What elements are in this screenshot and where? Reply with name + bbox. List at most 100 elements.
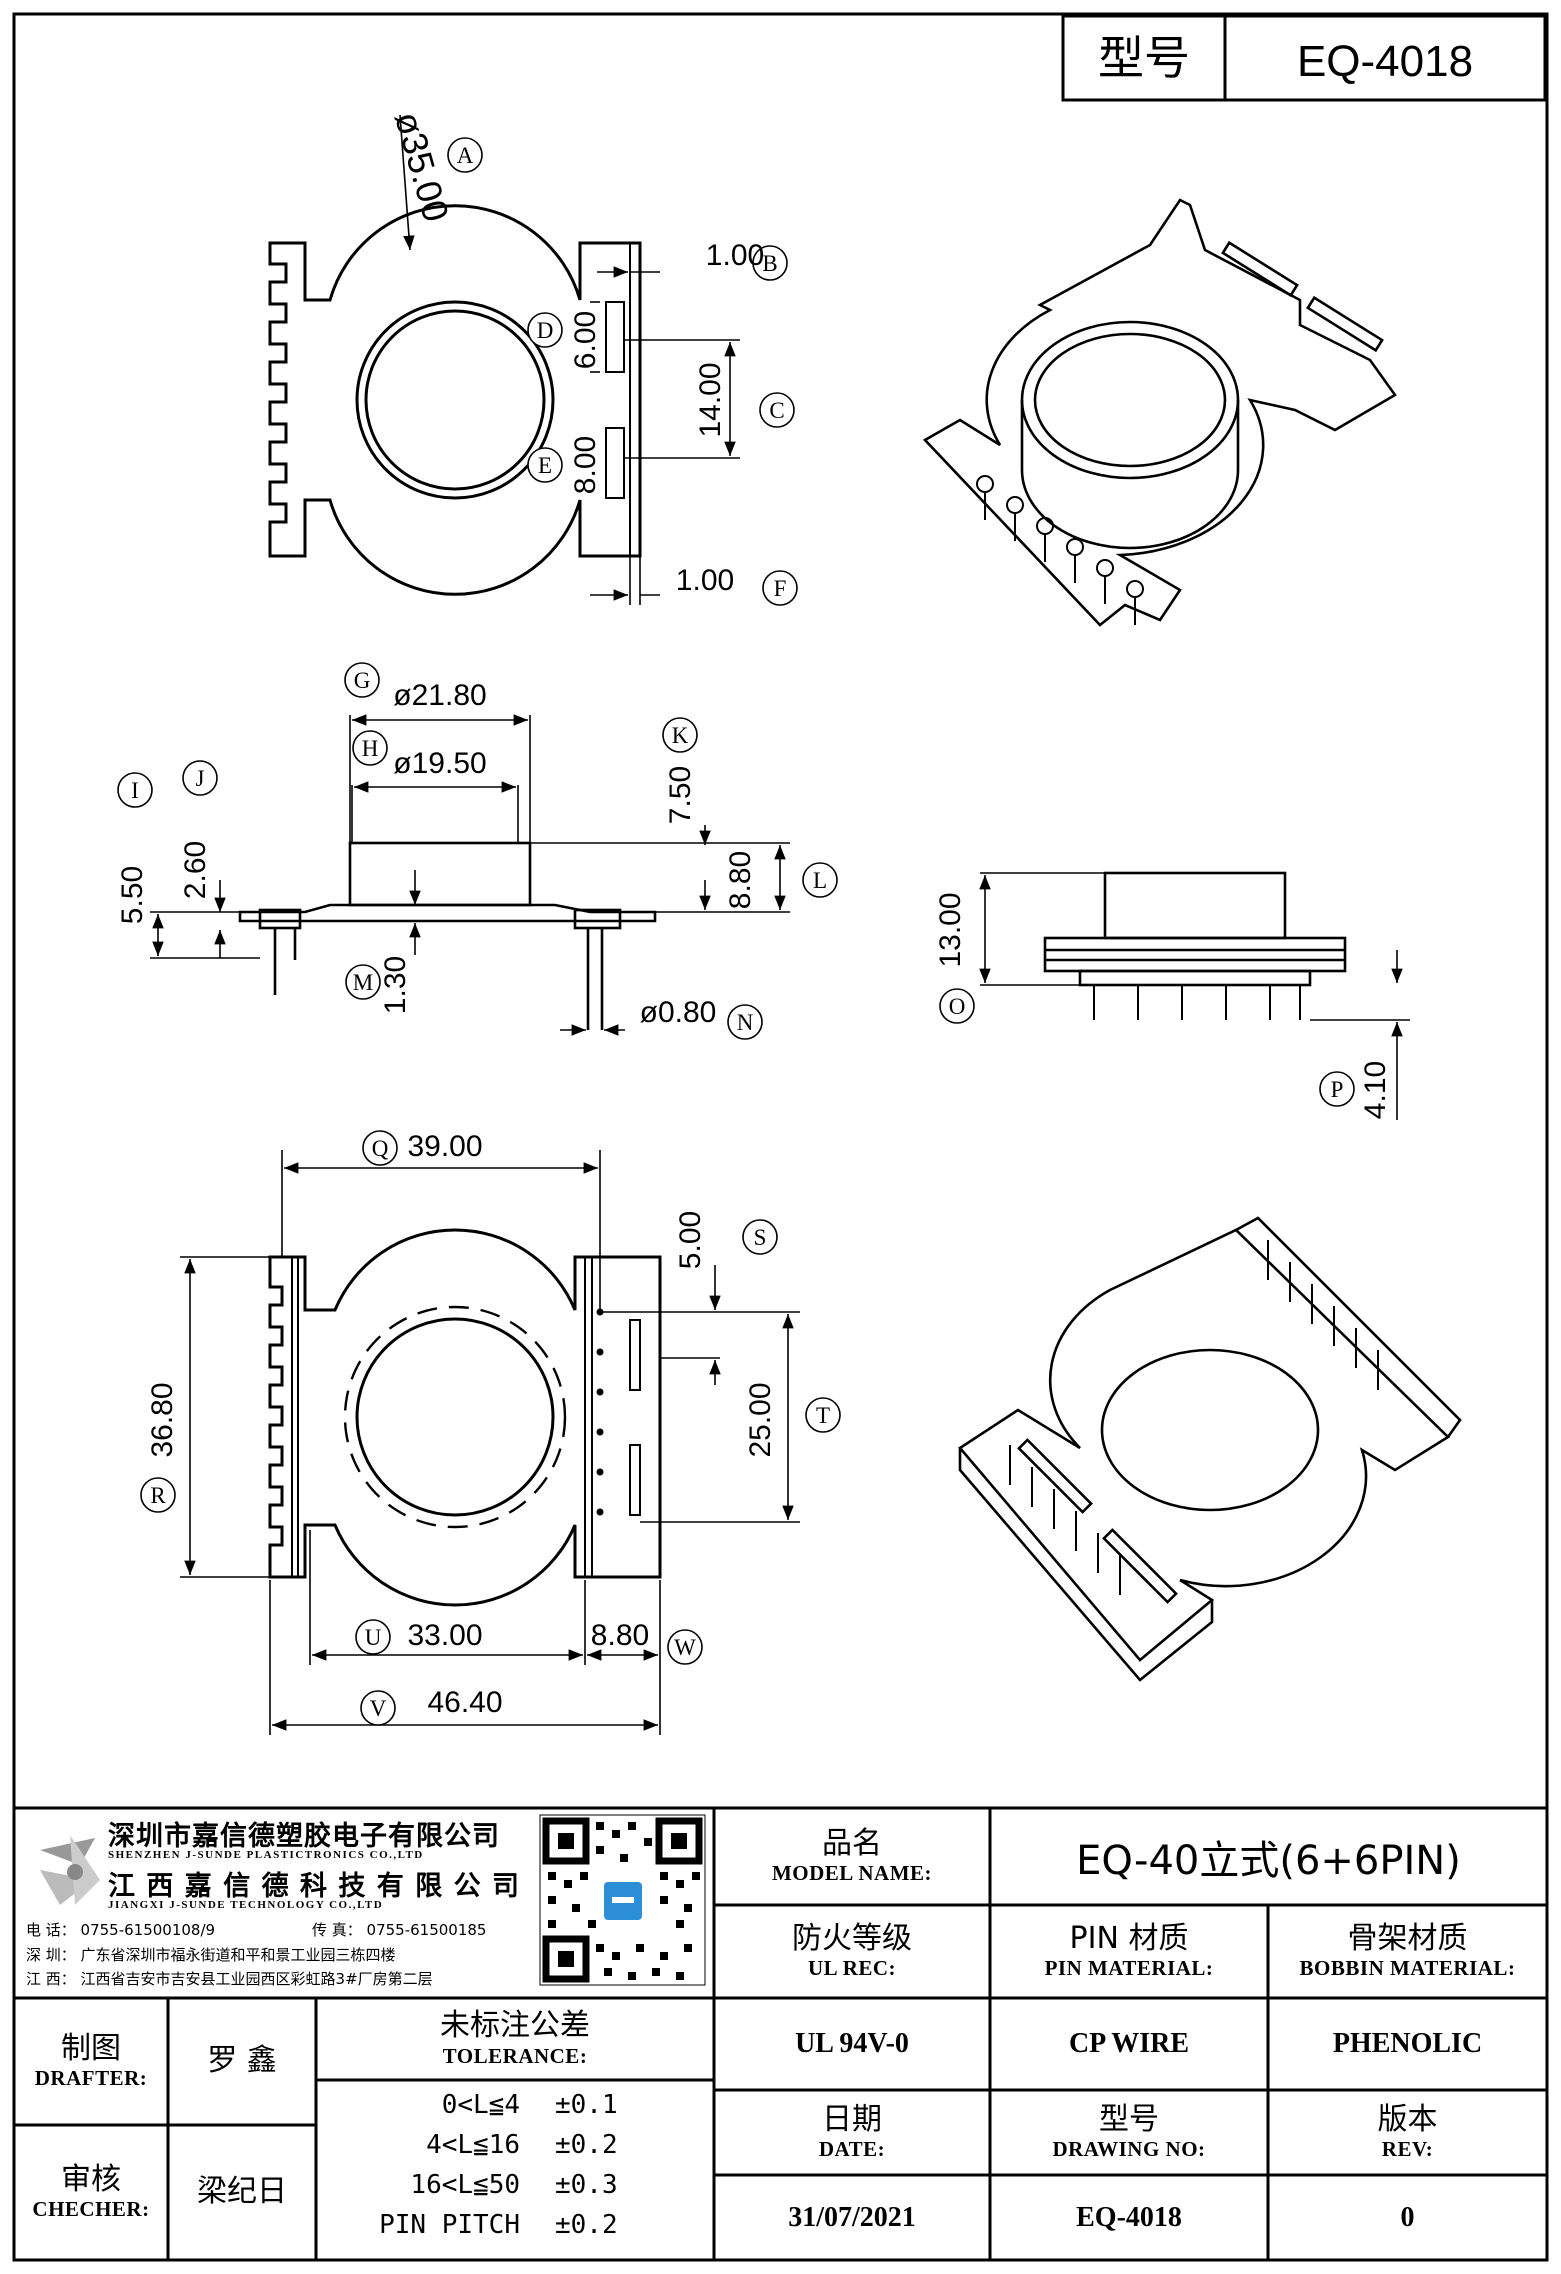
callout-d-letter: D <box>537 318 554 343</box>
callout-v-letter: V <box>370 1696 387 1721</box>
bobbin-material-value-text: PHENOLIC <box>1332 2028 1483 2059</box>
tolerance-range: 0<L≦4 <box>441 2090 520 2120</box>
drawing-no-label-cn: 型号 <box>1099 2101 1159 2137</box>
callout-i-letter: I <box>131 778 139 803</box>
checker-label: 审核 CHECHER: <box>14 2125 168 2260</box>
callout-w-letter: W <box>674 1635 696 1660</box>
drafter-label: 制图 DRAFTER: <box>14 1998 168 2125</box>
tolerance-value: ±0.2 <box>555 2210 618 2240</box>
callout-t: T <box>805 1397 841 1433</box>
callout-v: V <box>360 1690 396 1726</box>
company2-name-en: JIANGXI J-SUNDE TECHNOLOGY CO.,LTD <box>108 1899 384 1911</box>
company-name-cn: 深圳市嘉信德塑胶电子有限公司 <box>108 1821 500 1852</box>
callout-t-letter: T <box>816 1403 830 1428</box>
dimension-i: 5.50 <box>116 866 149 924</box>
dimension-o: 13.00 <box>934 892 967 967</box>
callout-e-letter: E <box>538 453 552 478</box>
callout-n: N <box>727 1004 763 1040</box>
drawing-no-value-text: EQ-4018 <box>1076 2201 1182 2233</box>
callout-s-letter: S <box>754 1225 767 1250</box>
dimension-j: 2.60 <box>179 841 212 899</box>
company-logo <box>40 1835 100 1905</box>
pin-material-label: PIN 材质 PIN MATERIAL: <box>990 1905 1268 1998</box>
callout-f: F <box>762 570 798 606</box>
callout-e: E <box>527 447 563 483</box>
iso-view-2 <box>958 1216 1462 1682</box>
callout-l: L <box>802 862 838 898</box>
top-view <box>268 204 642 596</box>
tolerance-label: 未标注公差 TOLERANCE: <box>316 1998 714 2080</box>
callout-h: H <box>352 730 388 766</box>
bobbin-material-label-cn: 骨架材质 <box>1347 1920 1468 1956</box>
dimension-h: ø19.50 <box>393 747 486 780</box>
header-model-label: 型号 <box>1098 31 1190 85</box>
pin-material-value: CP WIRE <box>990 1998 1268 2090</box>
outer-border <box>12 12 1549 2262</box>
callout-q: Q <box>362 1130 398 1166</box>
top-view-dims <box>399 114 740 605</box>
date-label: 日期 DATE: <box>714 2090 990 2175</box>
callout-o-letter: O <box>949 994 966 1019</box>
model-name-value: EQ-40立式(6+6PIN) <box>990 1808 1547 1905</box>
company-fax: 传 真： 0755-61500185 <box>312 1921 487 1939</box>
dimension-r: 36.80 <box>146 1382 179 1457</box>
callout-c: C <box>759 392 795 428</box>
callout-l-letter: L <box>813 868 827 893</box>
checker-label-cn: 审核 <box>61 2161 121 2197</box>
tolerance-range: 4<L≦16 <box>426 2130 520 2160</box>
dimension-a: ø35.00 <box>387 107 457 226</box>
checker-value: 梁纪日 <box>168 2125 316 2260</box>
dimension-d: 6.00 <box>569 311 602 369</box>
dimension-k: 7.50 <box>664 766 697 824</box>
callout-k-letter: K <box>672 723 689 748</box>
date-value: 31/07/2021 <box>714 2175 990 2260</box>
rev-value: 0 <box>1268 2175 1547 2260</box>
callout-u-letter: U <box>365 1625 382 1650</box>
front-view-dims <box>150 714 790 1036</box>
dimension-q: 39.00 <box>407 1130 482 1163</box>
pin-material-label-cn: PIN 材质 <box>1069 1920 1189 1956</box>
pin-material-value-text: CP WIRE <box>1068 2028 1190 2059</box>
dimension-m: 1.30 <box>379 956 412 1014</box>
bobbin-material-label-en: BOBBIN MATERIAL: <box>1299 1956 1516 1981</box>
callout-j: J <box>182 760 218 796</box>
checker-label-en: CHECHER: <box>32 2197 150 2222</box>
callout-f-letter: F <box>774 576 787 601</box>
dimension-f: 1.00 <box>676 564 734 597</box>
callout-a: A <box>447 137 483 173</box>
date-label-en: DATE: <box>818 2137 886 2162</box>
dimension-c: 14.00 <box>694 362 727 437</box>
callout-w: W <box>667 1629 703 1665</box>
callout-b-letter: B <box>762 251 777 276</box>
company-address-shenzhen: 深 圳： 广东省深圳市福永街道和平和景工业园三栋四楼 <box>26 1946 396 1964</box>
tolerance-value: ±0.2 <box>555 2130 618 2160</box>
tolerance-value: ±0.1 <box>555 2090 618 2120</box>
callout-j-letter: J <box>196 766 205 791</box>
dimension-l: 8.80 <box>724 851 757 909</box>
bottom-view-dims <box>180 1150 800 1735</box>
dimension-n: ø0.80 <box>640 996 717 1029</box>
tolerance-range: PIN PITCH <box>379 2210 520 2240</box>
bobbin-material-label: 骨架材质 BOBBIN MATERIAL: <box>1268 1905 1547 1998</box>
header-box: 型号 EQ-4018 <box>1061 14 1547 102</box>
dimension-g: ø21.80 <box>393 679 486 712</box>
callout-q-letter: Q <box>372 1136 389 1161</box>
qr-code <box>539 1814 706 1986</box>
model-name-value-text: EQ-40立式(6+6PIN) <box>1076 1837 1461 1884</box>
callout-p: P <box>1319 1071 1355 1107</box>
front-view <box>238 841 657 1030</box>
dimension-e: 8.00 <box>569 436 602 494</box>
rev-label-en: REV: <box>1381 2137 1434 2162</box>
drawing-no-label: 型号 DRAWING NO: <box>990 2090 1268 2175</box>
drawing-no-value: EQ-4018 <box>990 2175 1268 2260</box>
callout-r-letter: R <box>150 1483 166 1508</box>
drafter-value-text: 罗 鑫 <box>207 2043 277 2079</box>
dimension-w: 8.80 <box>591 1619 649 1652</box>
side-view <box>1043 871 1347 1020</box>
dimension-b: 1.00 <box>706 239 764 272</box>
rev-value-text: 0 <box>1400 2201 1415 2233</box>
callout-c-letter: C <box>769 398 784 423</box>
bobbin-material-value: PHENOLIC <box>1268 1998 1547 2090</box>
company2-name-cn: 江 西 嘉 信 德 科 技 有 限 公 司 <box>108 1871 520 1902</box>
